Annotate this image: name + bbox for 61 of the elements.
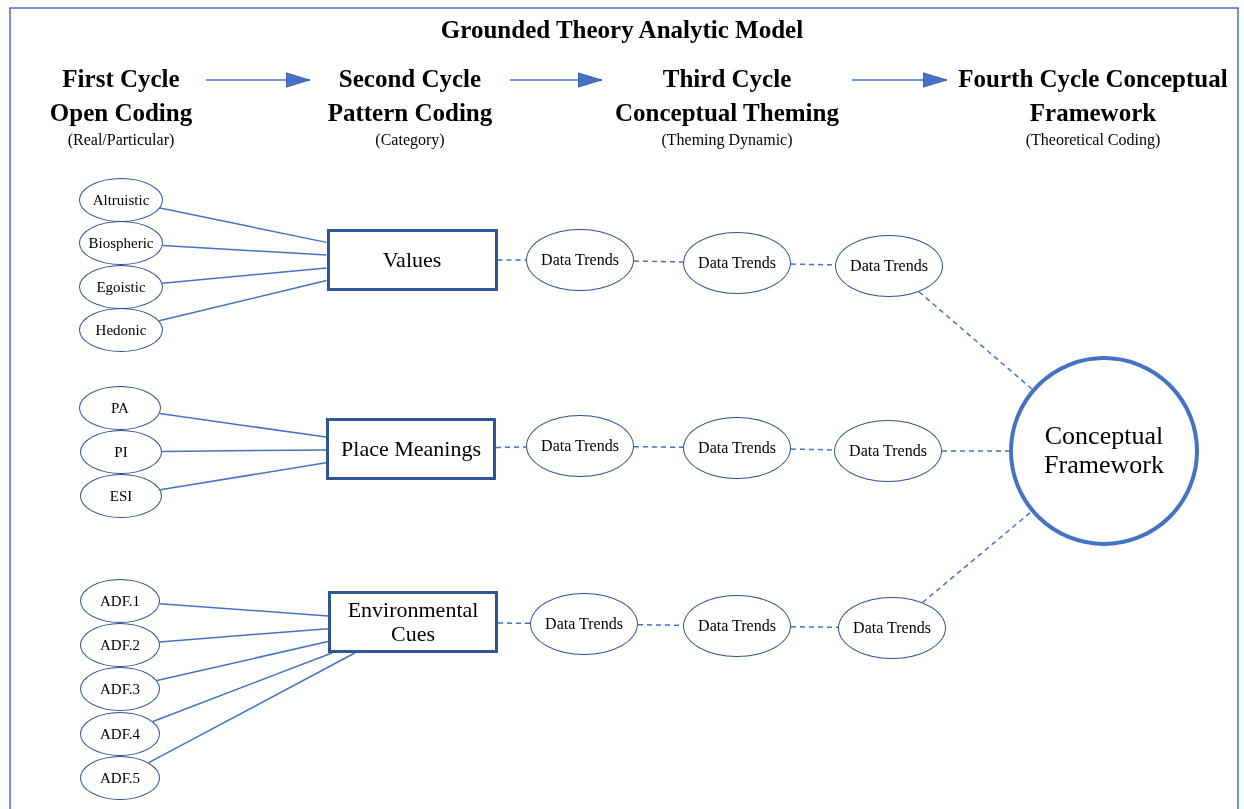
dashed-connector <box>790 448 835 451</box>
connector-line <box>152 652 333 723</box>
stage-subtitle: (Real/Particular) <box>67 130 175 150</box>
node-label: PA <box>110 399 130 417</box>
node-label: Data Trends <box>540 437 620 455</box>
stage-heading: Fourth Cycle Conceptual Framework <box>957 64 1229 128</box>
node-label: Data Trends <box>697 254 777 272</box>
connector-line <box>148 652 356 764</box>
connector-line <box>161 449 327 453</box>
dashed-connector <box>921 511 1032 604</box>
connector-line <box>158 627 329 643</box>
connector-line <box>158 279 328 322</box>
connector-line <box>162 244 328 256</box>
node-label: Egoistic <box>95 278 147 296</box>
node-label: Environmental Cues <box>346 597 480 647</box>
stage-heading: Third Cycle Conceptual Theming <box>614 64 840 128</box>
node-label: Data Trends <box>848 442 928 460</box>
node-label: Data Trends <box>697 617 777 635</box>
dashed-connector <box>633 445 684 449</box>
node-label: Hedonic <box>94 321 148 339</box>
node-label: Data Trends <box>852 619 932 637</box>
connector-line <box>158 412 327 438</box>
stage-heading: First Cycle Open Coding <box>48 64 194 128</box>
stage-heading: Second Cycle Pattern Coding <box>326 64 494 128</box>
connector-line <box>159 462 327 491</box>
connector-line <box>159 207 328 244</box>
dashed-connector <box>790 625 839 629</box>
framework-circle <box>1009 356 1199 546</box>
dashed-connector <box>496 259 527 261</box>
connector-line <box>161 267 328 284</box>
node-label: Conceptual Framework <box>1043 422 1165 480</box>
node-label: Biospheric <box>87 234 155 252</box>
node-label: ADF.2 <box>98 636 142 654</box>
node-label: ADF.5 <box>98 769 142 787</box>
node-label: ADF.3 <box>98 680 142 698</box>
node-label: ESI <box>108 487 134 505</box>
node-label: Altruistic <box>91 191 151 209</box>
dashed-connector <box>941 450 1010 452</box>
node-label: ADF.4 <box>98 725 142 743</box>
dashed-connector <box>495 446 527 449</box>
node-label: Place Meanings <box>340 436 482 462</box>
dashed-connector <box>497 622 531 625</box>
category-box <box>326 418 496 480</box>
diagram-title: Grounded Theory Analytic Model <box>439 16 805 44</box>
dashed-connector <box>918 291 1033 390</box>
node-label: Data Trends <box>544 615 624 633</box>
arrow <box>509 72 603 88</box>
node-label: PI <box>113 443 129 461</box>
dashed-connector <box>633 260 684 263</box>
connector-line <box>158 603 329 617</box>
category-box <box>326 229 498 291</box>
stage-subtitle: (Category) <box>375 130 445 150</box>
node-label: Data Trends <box>697 439 777 457</box>
node-label: ADF.1 <box>98 592 142 610</box>
node-label: Data Trends <box>849 257 929 275</box>
stage-subtitle: (Theming Dynamic) <box>661 130 793 150</box>
stage-subtitle: (Theoretical Coding) <box>1025 130 1161 150</box>
connector-line <box>156 640 329 682</box>
node-label: Data Trends <box>540 251 620 269</box>
category-box <box>328 591 498 653</box>
node-label: Values <box>381 247 443 273</box>
